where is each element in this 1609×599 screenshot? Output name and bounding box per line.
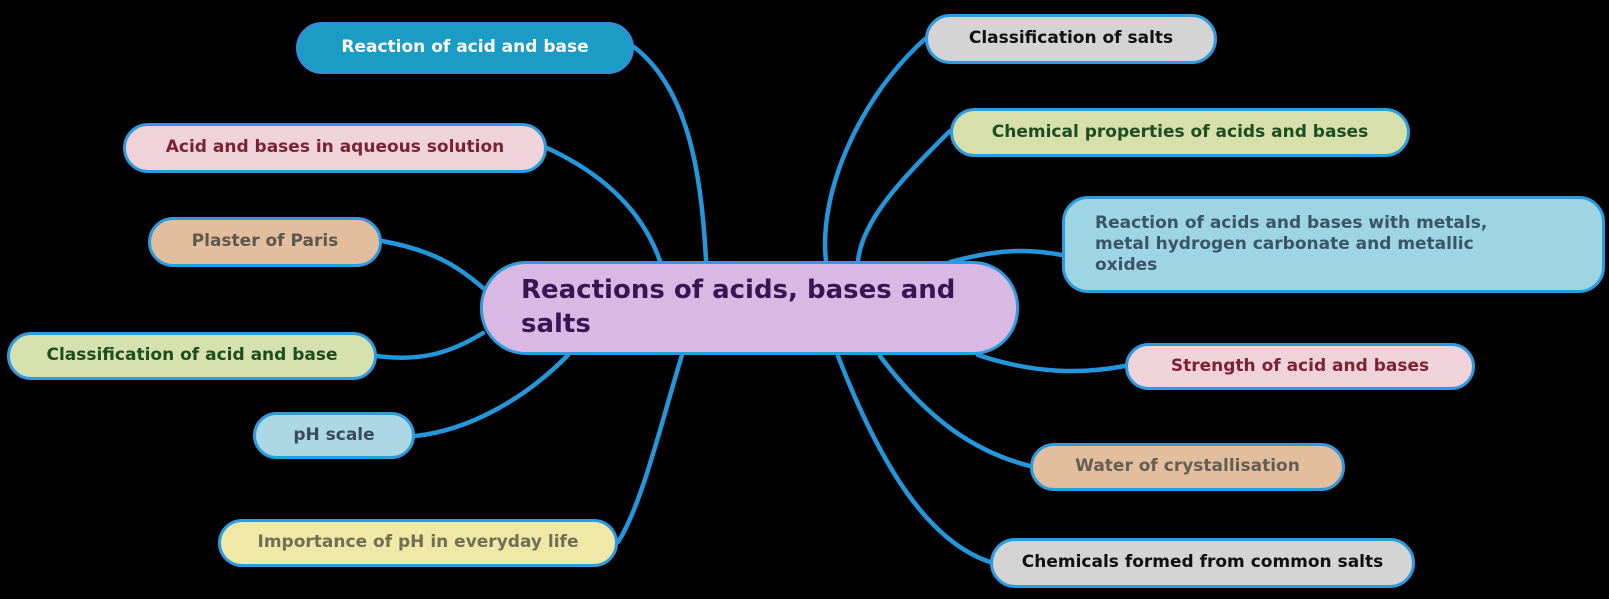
connector-chemical-properties-of-acids-and-bases bbox=[855, 128, 953, 264]
connector-reaction-with-metals-carbonates-oxides bbox=[947, 248, 1065, 265]
connector-reaction-of-acid-and-base bbox=[631, 44, 709, 264]
central-topic-node[interactable]: Reactions of acids, bases and salts bbox=[480, 261, 1019, 355]
connector-strength-of-acid-and-bases bbox=[975, 352, 1128, 374]
topic-node-importance-of-ph-in-everyday-life[interactable]: Importance of pH in everyday life bbox=[218, 519, 618, 567]
node-label: Chemicals formed from common salts bbox=[1021, 552, 1384, 573]
topic-node-reaction-with-metals-carbonates-oxides[interactable]: Reaction of acids and bases with metals,… bbox=[1062, 196, 1605, 293]
node-label: Classification of acid and base bbox=[46, 345, 338, 366]
node-label: Reactions of acids, bases and salts bbox=[521, 275, 956, 339]
node-label: Chemical properties of acids and bases bbox=[991, 121, 1369, 142]
topic-node-plaster-of-paris[interactable]: Plaster of Paris bbox=[148, 217, 382, 267]
topic-node-reaction-of-acid-and-base[interactable]: Reaction of acid and base bbox=[296, 22, 634, 74]
connector-classification-of-salts bbox=[822, 36, 928, 264]
node-label: Acid and bases in aqueous solution bbox=[165, 137, 505, 158]
connector-importance-of-ph-in-everyday-life bbox=[615, 352, 685, 545]
connector-acid-and-bases-in-aqueous-solution bbox=[544, 145, 663, 264]
node-label: Reaction of acid and base bbox=[341, 37, 589, 58]
node-label: Strength of acid and bases bbox=[1170, 355, 1430, 376]
connector-water-of-crystallisation bbox=[877, 353, 1033, 469]
topic-node-ph-scale[interactable]: pH scale bbox=[253, 412, 415, 459]
node-label: Plaster of Paris bbox=[191, 231, 339, 252]
topic-node-acid-and-bases-in-aqueous-solution[interactable]: Acid and bases in aqueous solution bbox=[123, 123, 547, 173]
connector-classification-of-acid-and-base bbox=[374, 330, 486, 360]
node-label: Reaction of acids and bases with metals,… bbox=[1095, 212, 1488, 276]
topic-node-water-of-crystallisation[interactable]: Water of crystallisation bbox=[1030, 443, 1345, 491]
node-label: Importance of pH in everyday life bbox=[257, 532, 579, 553]
topic-node-chemical-properties-of-acids-and-bases[interactable]: Chemical properties of acids and bases bbox=[950, 108, 1410, 157]
node-label: Classification of salts bbox=[968, 28, 1174, 49]
connector-ph-scale bbox=[412, 352, 571, 439]
connector-plaster-of-paris bbox=[379, 238, 486, 291]
topic-node-classification-of-acid-and-base[interactable]: Classification of acid and base bbox=[7, 332, 377, 380]
topic-node-strength-of-acid-and-bases[interactable]: Strength of acid and bases bbox=[1125, 343, 1475, 390]
node-label: Water of crystallisation bbox=[1075, 456, 1300, 477]
connector-chemicals-formed-from-common-salts bbox=[835, 353, 993, 565]
node-label: pH scale bbox=[293, 424, 375, 445]
topic-node-chemicals-formed-from-common-salts[interactable]: Chemicals formed from common salts bbox=[990, 538, 1415, 588]
topic-node-classification-of-salts[interactable]: Classification of salts bbox=[925, 14, 1217, 64]
